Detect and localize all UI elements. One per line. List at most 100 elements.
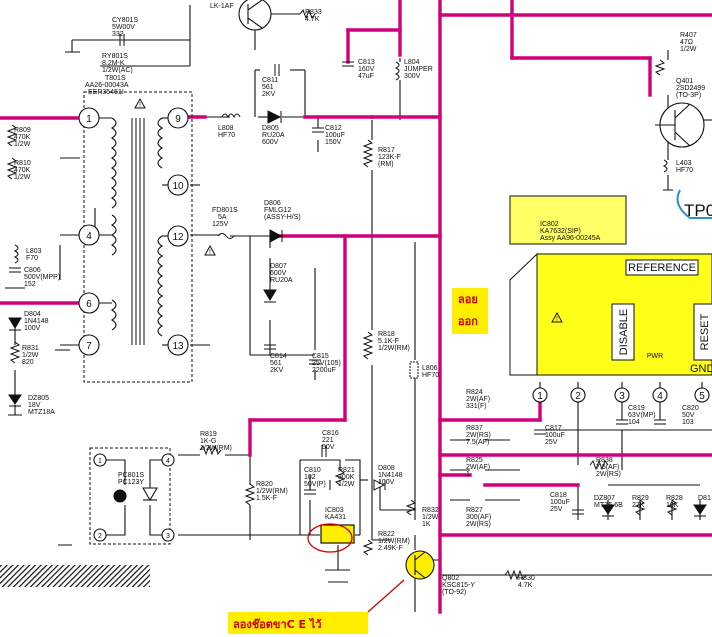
transformer-core xyxy=(131,118,145,345)
opto-pin-label: 3 xyxy=(166,533,170,540)
pin-label: 4 xyxy=(86,231,92,242)
ic-pin-label: 5 xyxy=(699,391,705,402)
pin-label: 13 xyxy=(172,341,184,352)
testpoint-label: TP0 xyxy=(684,201,712,220)
ic-pin-label: 4 xyxy=(657,391,663,402)
ic802-pin-numbers: 1 2 3 4 5 xyxy=(537,391,705,402)
reference-box xyxy=(625,259,699,276)
capacitor-symbols xyxy=(9,34,666,515)
gnd-label: GND xyxy=(690,363,712,375)
pin-label: 1 xyxy=(86,114,92,125)
testpoint-circle xyxy=(676,189,712,219)
ic-pin-label: 2 xyxy=(575,391,581,402)
reset-label: RESET xyxy=(699,313,711,350)
opto-pin-label: 2 xyxy=(98,533,102,540)
d81-label: D81 xyxy=(698,495,711,502)
ic-pin-label: 1 xyxy=(537,391,543,402)
bottom-note-text: ลองช๊อตขาC E ไว้ xyxy=(233,617,322,631)
remove-note-top: ลอย xyxy=(458,293,478,306)
remove-note-bottom: ออก xyxy=(458,315,478,328)
opto-pin-label: 4 xyxy=(166,458,170,465)
resistor-symbols xyxy=(6,8,678,581)
warning-mark: ! xyxy=(209,249,211,256)
ic803-highlight xyxy=(307,523,353,553)
transformer-pin-numbers: 1 4 6 7 9 10 12 13 xyxy=(86,114,184,352)
ic803-body xyxy=(320,524,355,544)
bottom-note-box xyxy=(228,612,368,634)
pwr-label: PWR xyxy=(647,353,663,360)
pcb-traces xyxy=(0,0,712,614)
reference-label: REFERENCE xyxy=(628,262,696,274)
transistor-q401 xyxy=(655,102,705,148)
bottom-note-arrow xyxy=(367,579,405,613)
ic802-label-box xyxy=(509,195,627,245)
warning-mark: ! xyxy=(556,316,558,323)
ic802-bracket xyxy=(509,252,538,376)
black-wiring xyxy=(0,5,712,612)
lk-label: LK-1AF xyxy=(210,3,234,10)
transformer-pins xyxy=(78,107,189,356)
remove-note-box xyxy=(452,288,488,334)
reset-box xyxy=(693,303,712,361)
disable-label: DISABLE xyxy=(618,309,630,355)
inductor-symbols xyxy=(13,61,668,379)
diode-symbols xyxy=(8,110,707,517)
warning-mark: ! xyxy=(139,102,141,109)
disable-box xyxy=(611,303,635,361)
warning-triangles xyxy=(134,97,563,323)
optocoupler-pin-numbers: 1 2 3 4 xyxy=(98,458,170,540)
pin-label: 12 xyxy=(172,232,184,243)
fuse-symbol xyxy=(217,233,235,239)
chassis-hatch xyxy=(0,565,150,587)
pin-label: 10 xyxy=(172,181,184,192)
transistor-q802 xyxy=(405,550,435,580)
optocoupler-outline xyxy=(89,447,171,545)
pin-label: 6 xyxy=(86,299,92,310)
opto-pin-label: 1 xyxy=(98,458,102,465)
ground-symbols xyxy=(5,51,673,583)
